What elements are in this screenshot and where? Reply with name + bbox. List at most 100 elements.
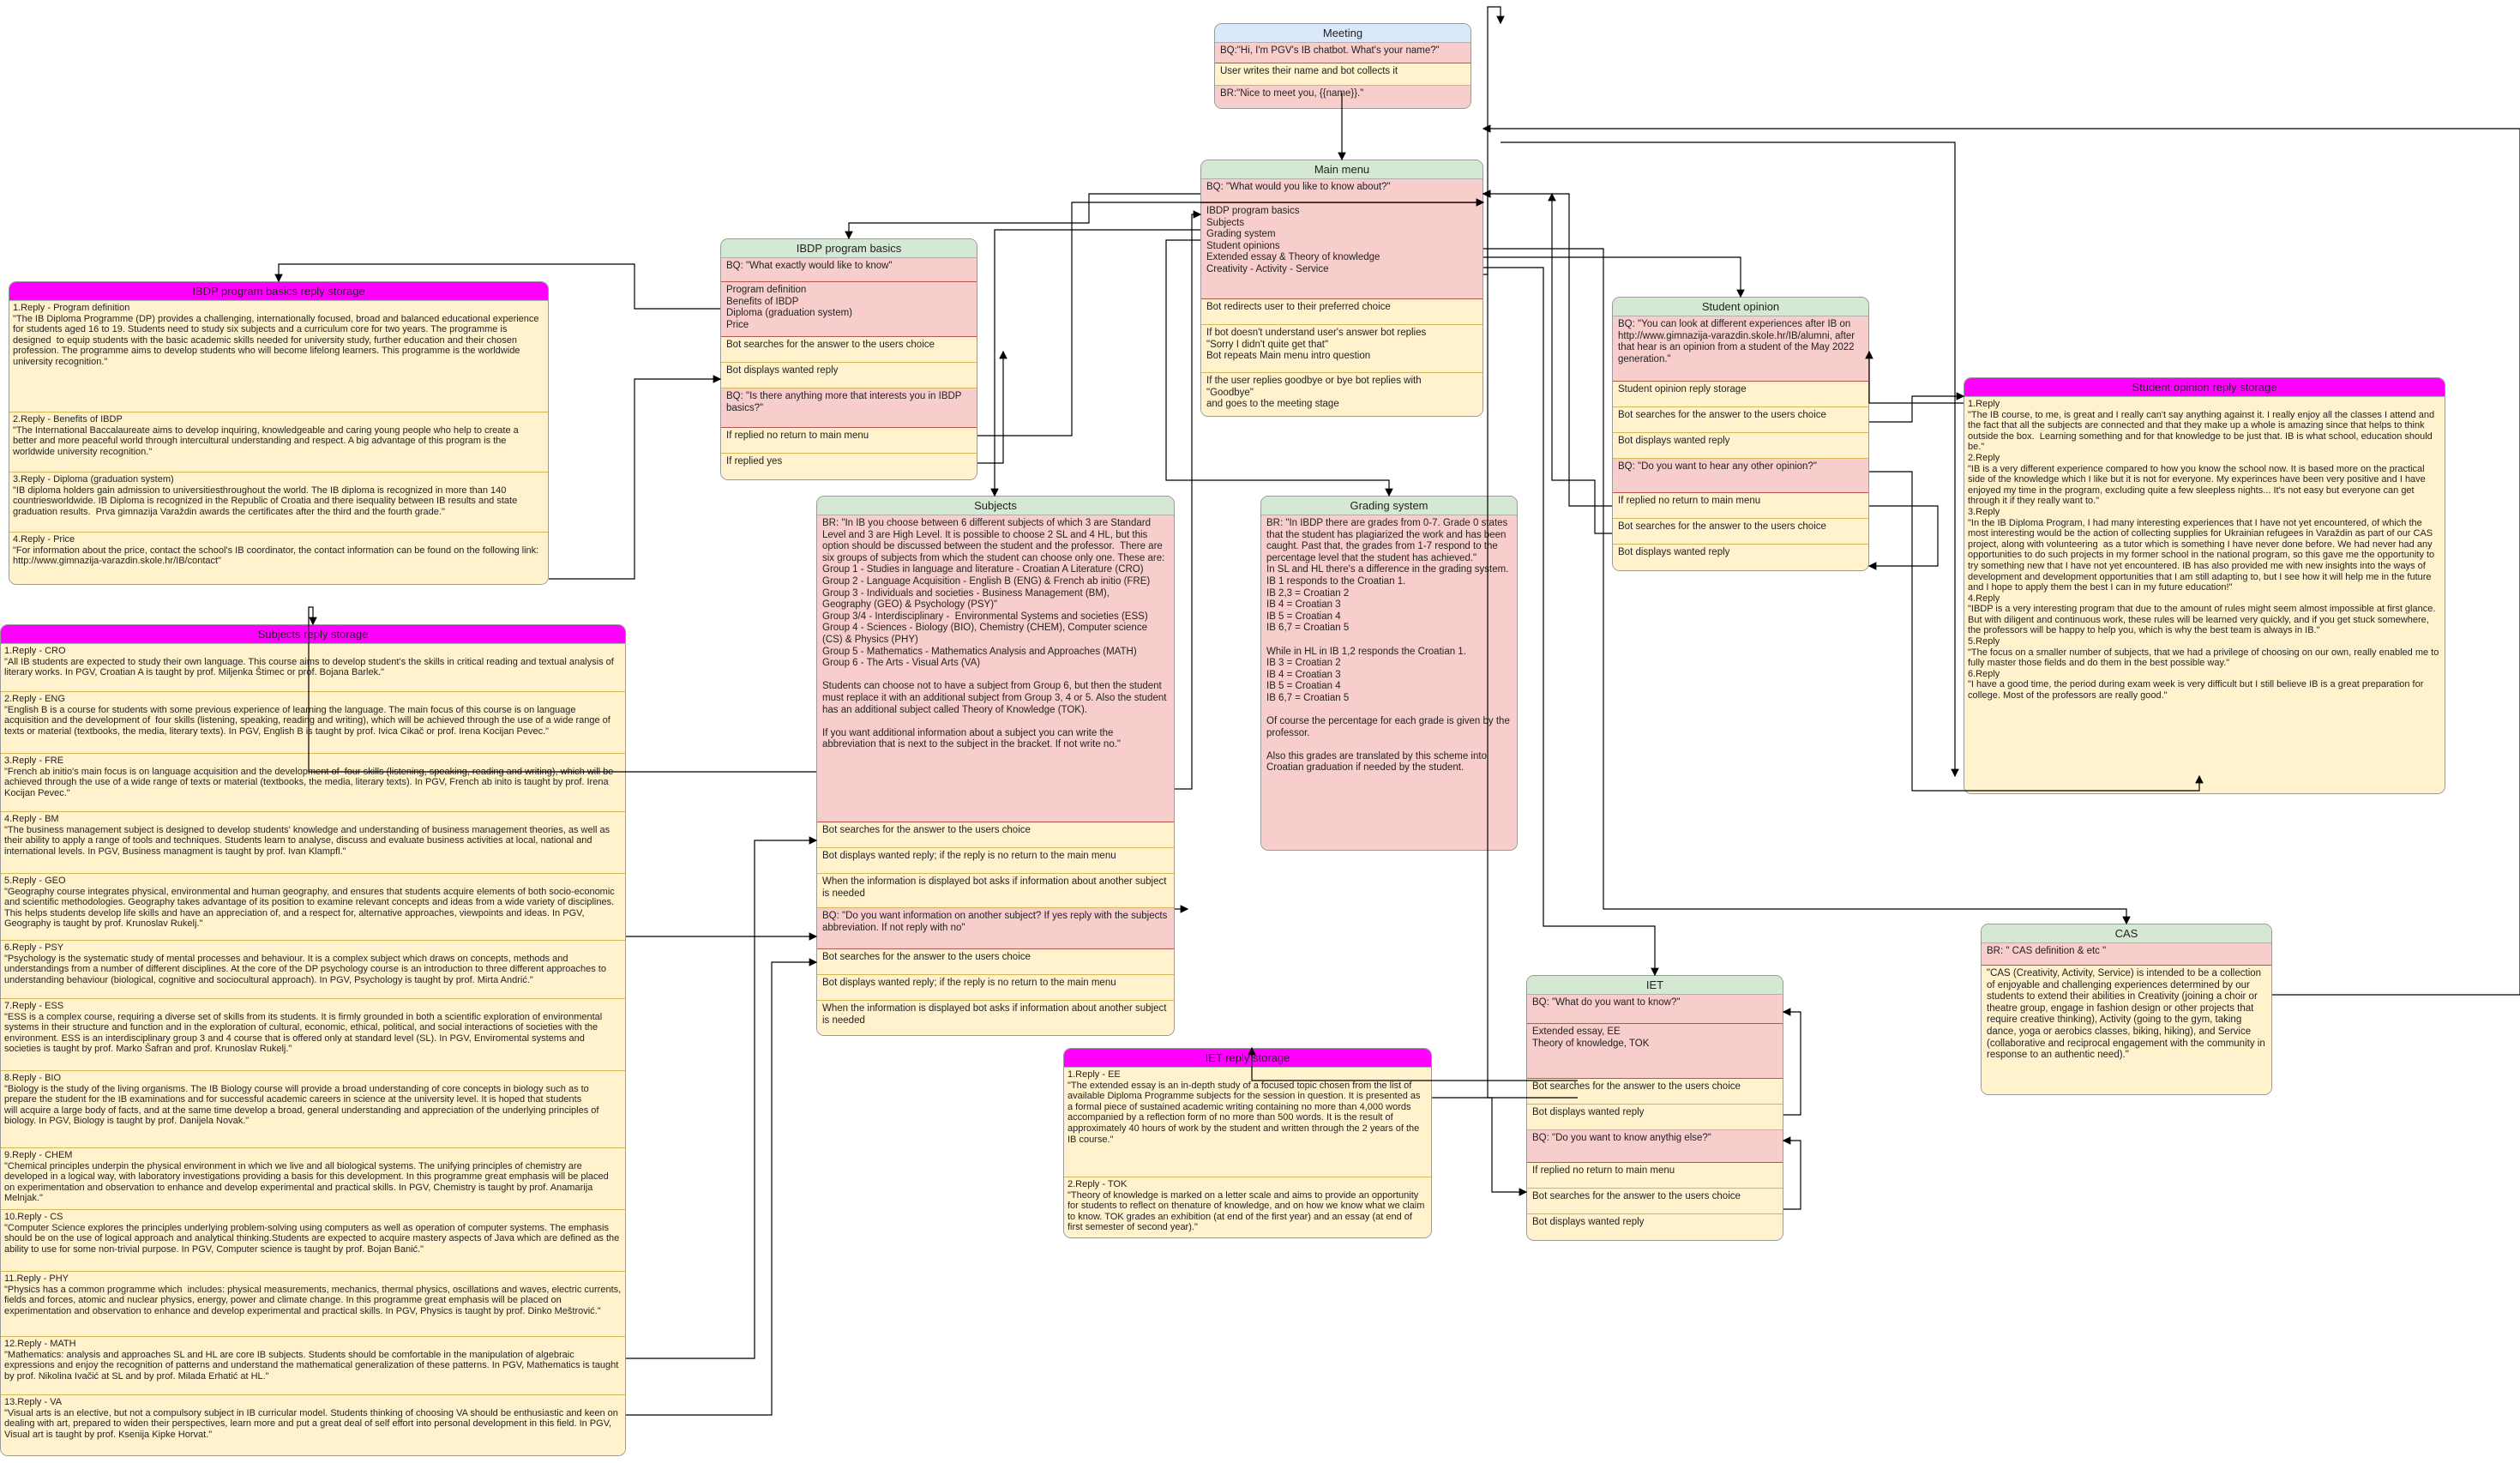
iet-row: Bot displays wanted reply — [1527, 1105, 1783, 1130]
subjects-storage-row: 1.Reply - CRO "All IB students are expec… — [1, 644, 625, 692]
ibdp-basics-row: If replied yes — [721, 454, 977, 479]
iet-row: BQ: "What do you want to know?" — [1527, 995, 1783, 1024]
subjects-row: Bot displays wanted reply; if the reply … — [817, 975, 1174, 1001]
subjects-row: Bot searches for the answer to the users… — [817, 949, 1174, 975]
iet-row: Bot displays wanted reply — [1527, 1214, 1783, 1240]
student-opinion-row: Bot searches for the answer to the users… — [1613, 519, 1868, 545]
subjects-row: When the information is displayed bot as… — [817, 1001, 1174, 1035]
iet-row: Bot searches for the answer to the users… — [1527, 1189, 1783, 1214]
opinion-storage-row: 1.Reply "The IB course, to me, is great … — [1964, 397, 2445, 793]
subjects-storage-row: 2.Reply - ENG "English B is a course for… — [1, 692, 625, 754]
student-opinion-row: BQ: "Do you want to hear any other opini… — [1613, 459, 1868, 493]
connector-arrow — [1482, 124, 2520, 996]
connector-arrow — [1782, 1136, 1801, 1210]
subjects-storage-row: 6.Reply - PSY "Psychology is the systema… — [1, 941, 625, 999]
grading-title: Grading system — [1261, 497, 1517, 515]
meeting-row: User writes their name and bot collects … — [1215, 63, 1471, 86]
subjects-storage-row: 11.Reply - PHY "Physics has a common pro… — [1, 1272, 625, 1337]
cas-row: BR: " CAS definition & etc " — [1982, 943, 2271, 966]
meeting-title: Meeting — [1215, 24, 1471, 43]
student-opinion-row: BQ: "You can look at different experienc… — [1613, 316, 1868, 382]
ibdp-basics-row: If replied no return to main menu — [721, 428, 977, 454]
connector-arrow — [1482, 190, 1612, 507]
connector-arrow — [1175, 210, 1202, 790]
cas-title: CAS — [1982, 924, 2271, 943]
connector-arrow — [1483, 267, 1659, 977]
meeting-row: BQ:"Hi, I'm PGV's IB chatbot. What's you… — [1215, 43, 1471, 63]
connector-arrow — [1482, 190, 1578, 1099]
connector-arrow — [1869, 471, 2204, 792]
connector-arrow — [1483, 256, 1745, 298]
subjects-storage-row: 10.Reply - CS "Computer Science explores… — [1, 1210, 625, 1272]
student-opinion-title: Student opinion — [1613, 298, 1868, 316]
subjects-storage-row: 12.Reply - MATH "Mathematics: analysis a… — [1, 1337, 625, 1395]
subjects-row: BQ: "Do you want information on another … — [817, 908, 1174, 949]
ibdp-storage-row: 3.Reply - Diploma (graduation system) "I… — [9, 473, 548, 533]
ibdp-basics-row: BQ: "Is there anything more that interes… — [721, 388, 977, 428]
iet-row: If replied no return to main menu — [1527, 1163, 1783, 1189]
student-opinion-row: Student opinion reply storage — [1613, 382, 1868, 407]
iet-row: Bot searches for the answer to the users… — [1527, 1079, 1783, 1105]
subjects-storage-row: 3.Reply - FRE "French ab initio's main f… — [1, 754, 625, 812]
connector-arrow — [1867, 505, 1939, 570]
ibdp-storage-row: 2.Reply - Benefits of IBDP "The Internat… — [9, 412, 548, 473]
connector-arrow — [1483, 6, 1505, 275]
main-menu-row: IBDP program basics Subjects Grading sys… — [1201, 203, 1483, 299]
cas-row: "CAS (Creativity, Activity, Service) is … — [1982, 966, 2271, 1094]
meeting-row: BR:"Nice to meet you, {{name}}." — [1215, 86, 1471, 108]
connector-arrow — [977, 198, 1485, 436]
subjects-row: BR: "In IB you choose between 6 differen… — [817, 515, 1174, 822]
subjects-row: Bot displays wanted reply; if the reply … — [817, 848, 1174, 874]
main-menu-row: Bot redirects user to their preferred ch… — [1201, 299, 1483, 325]
ibdp-basics-row: Bot displays wanted reply — [721, 363, 977, 388]
iet-storage-row: 1.Reply - EE "The extended essay is an i… — [1064, 1068, 1431, 1177]
connector-arrow — [1869, 392, 1965, 423]
subjects-storage-title: Subjects reply storage — [1, 625, 625, 644]
subjects-title: Subjects — [817, 497, 1174, 515]
subjects-storage-row: 9.Reply - CHEM "Chemical principles unde… — [1, 1148, 625, 1210]
connector-arrow — [1483, 248, 2131, 925]
connector-arrow — [1501, 141, 1959, 778]
connector-arrow — [274, 263, 720, 310]
subjects-row: When the information is displayed bot as… — [817, 874, 1174, 908]
subjects-storage-row: 13.Reply - VA "Visual arts is an electiv… — [1, 1395, 625, 1455]
connector-arrow — [845, 193, 1200, 240]
connector-arrow — [1165, 239, 1393, 497]
connector-arrow — [308, 606, 816, 773]
student-opinion-row: If replied no return to main menu — [1613, 493, 1868, 519]
iet-storage-title: IET reply storage — [1064, 1049, 1431, 1068]
student-opinion-row: Bot displays wanted reply — [1613, 545, 1868, 570]
iet-title: IET — [1527, 976, 1783, 995]
connector-arrow — [1432, 1097, 1528, 1196]
connector-arrow — [1865, 350, 1964, 404]
connector-arrow — [549, 375, 722, 580]
student-opinion-row: Bot displays wanted reply — [1613, 433, 1868, 459]
subjects-storage-row: 7.Reply - ESS "ESS is a complex course, … — [1, 999, 625, 1071]
main-menu-title: Main menu — [1201, 160, 1483, 179]
iet-row: Extended essay, EE Theory of knowledge, … — [1527, 1024, 1783, 1079]
connector-arrow — [1248, 1046, 1578, 1081]
ibdp-basics-row: BQ: "What exactly would like to know" — [721, 258, 977, 282]
subjects-storage-row: 8.Reply - BIO "Biology is the study of t… — [1, 1071, 625, 1148]
ibdp-storage-title: IBDP program basics reply storage — [9, 282, 548, 301]
ibdp-storage-row: 1.Reply - Program definition "The IB Dip… — [9, 301, 548, 412]
main-menu-row: If the user replies goodbye or bye bot r… — [1201, 373, 1483, 416]
subjects-storage-row: 4.Reply - BM "The business management su… — [1, 812, 625, 874]
subjects-row: Bot searches for the answer to the users… — [817, 822, 1174, 848]
ibdp-storage-row: 4.Reply - Price "For information about t… — [9, 533, 548, 584]
opinion-storage-title: Student opinion reply storage — [1964, 378, 2445, 397]
